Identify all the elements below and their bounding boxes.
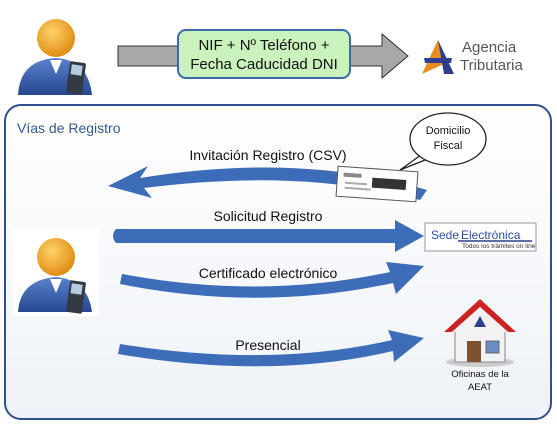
sede-electronica-badge	[424, 222, 537, 252]
bubble-line1: Domicilio	[426, 125, 471, 137]
sede-word2: Electrónica	[461, 228, 521, 242]
certificate-arrow	[120, 262, 424, 298]
request-arrow	[113, 220, 424, 252]
bubble-line2: Fiscal	[434, 140, 463, 152]
request-label: Solicitud Registro	[214, 208, 323, 224]
agency-logo-icon	[422, 40, 454, 74]
offices-line1: Oficinas de la	[451, 369, 509, 380]
sede-word1: Sede	[431, 228, 459, 242]
requirements-box	[177, 29, 351, 79]
user-phone-icon	[13, 9, 99, 99]
user-phone-icon-2	[13, 228, 99, 316]
sede-tagline: Todos los trámites on line	[462, 243, 536, 250]
certificate-label: Certificado electrónico	[199, 265, 338, 281]
letter-icon	[335, 165, 419, 203]
invitation-label: Invitación Registro (CSV)	[189, 147, 346, 163]
in-person-arrow	[118, 330, 424, 367]
requirements-line2: Fecha Caducidad DNI	[190, 56, 338, 73]
house-icon	[444, 299, 516, 367]
agency-name-line2: Tributaria	[460, 57, 523, 74]
in-person-label: Presencial	[235, 337, 300, 353]
agency-name-line1: Agencia	[462, 39, 517, 56]
section-title: Vías de Registro	[17, 120, 121, 136]
address-bubble	[399, 112, 487, 171]
offices-line2: AEAT	[468, 382, 492, 393]
requirements-line1: NIF + Nº Teléfono +	[198, 37, 329, 54]
